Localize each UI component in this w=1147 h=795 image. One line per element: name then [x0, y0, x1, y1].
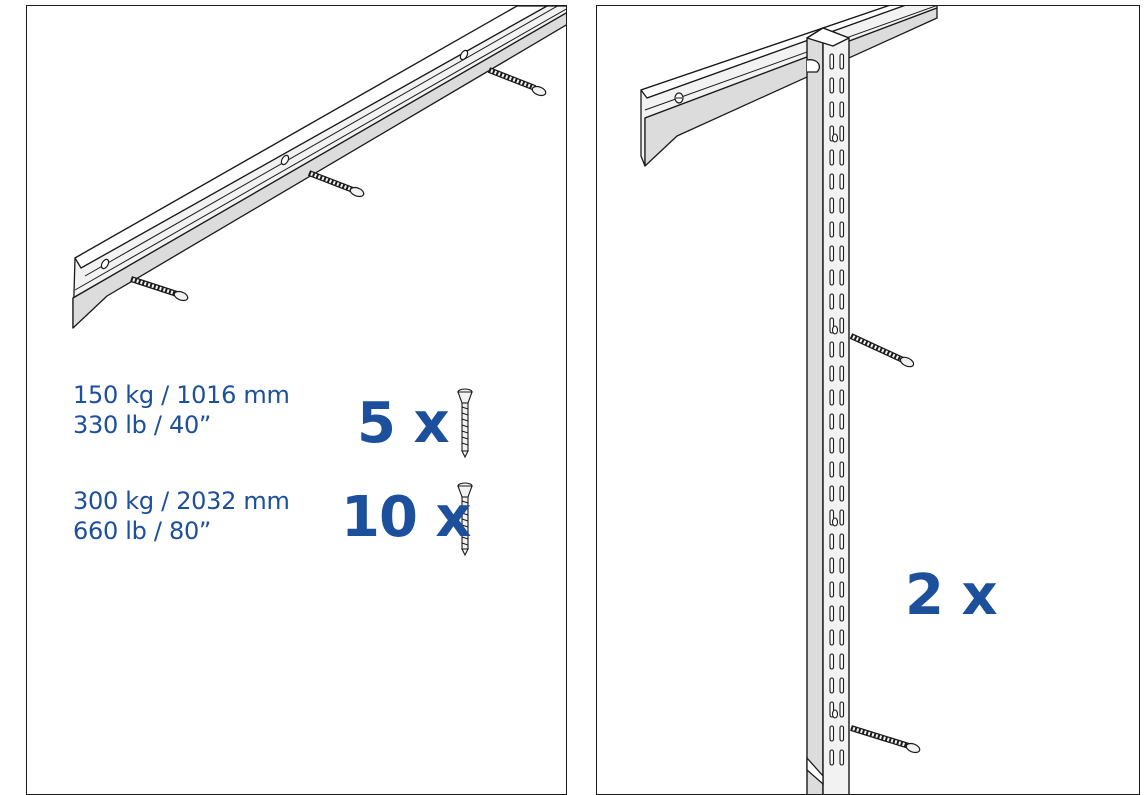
upright-slot — [839, 269, 845, 286]
spec-1-capacity-imperial: 330 lb / 40” — [73, 411, 212, 439]
upright-slot — [829, 173, 835, 190]
rail-hole-3 — [459, 49, 469, 61]
upright-slot — [829, 485, 835, 502]
rail-top-lip — [74, 6, 548, 269]
upright-slot — [839, 437, 845, 454]
upright-slot — [839, 725, 845, 742]
upright-slot — [829, 629, 835, 646]
upright-slot — [829, 149, 835, 166]
upright-slot — [839, 485, 845, 502]
upright-slots — [829, 53, 845, 766]
rail-lower-flange — [72, 12, 566, 329]
upright-slot — [829, 725, 835, 742]
upright-slot — [839, 701, 845, 718]
screw-rail-3 — [487, 67, 547, 97]
upright-slot — [829, 437, 835, 454]
spec-2-screw-quantity: 10 x — [341, 485, 472, 550]
upright-slot — [829, 581, 835, 598]
upright-slot — [839, 413, 845, 430]
upright-slot — [839, 653, 845, 670]
upright-mount-hole — [831, 133, 839, 143]
upright-slot — [829, 221, 835, 238]
upright-slot — [829, 77, 835, 94]
screw-upright-1 — [849, 333, 915, 368]
spec-block-1: 150 kg / 1016 mm 330 lb / 40” — [73, 380, 290, 440]
upright-slot — [839, 605, 845, 622]
upright-slot — [829, 557, 835, 574]
upright-slot — [839, 149, 845, 166]
upright-slot — [839, 677, 845, 694]
upright-slot — [839, 509, 845, 526]
upright-slot — [839, 557, 845, 574]
spec-2-capacity-metric: 300 kg / 2032 mm — [73, 487, 290, 515]
upright-slot — [839, 533, 845, 550]
upright-top — [806, 27, 850, 47]
upright-top-hook — [806, 59, 821, 73]
upright-slot — [839, 101, 845, 118]
upright-front — [822, 27, 850, 794]
upright-slot — [839, 221, 845, 238]
upright-slot — [829, 749, 835, 766]
upright-slot — [829, 677, 835, 694]
upright-slot — [839, 341, 845, 358]
rail-hole-2 — [280, 154, 290, 166]
upright-slot — [839, 629, 845, 646]
upright-slot — [839, 173, 845, 190]
upright-slot — [829, 413, 835, 430]
screw-upright-2 — [850, 725, 921, 754]
upright-slot — [829, 533, 835, 550]
upright-slot — [839, 581, 845, 598]
screw-icon — [457, 388, 473, 459]
upright-mount-hole — [831, 709, 839, 719]
upright-slot — [839, 197, 845, 214]
spec-2-capacity-imperial: 660 lb / 80” — [73, 517, 212, 545]
panel-upright-illustration: 2 x — [596, 5, 1140, 795]
upright-slot — [839, 53, 845, 70]
screw-rail-1 — [130, 276, 189, 302]
upright-slot — [839, 245, 845, 262]
upright-slot — [839, 365, 845, 382]
upright-slot — [829, 461, 835, 478]
upright-side — [806, 27, 824, 794]
rail-top-lip — [640, 6, 906, 99]
upright-slot — [839, 77, 845, 94]
upright-slot — [829, 197, 835, 214]
upright-slot — [829, 653, 835, 670]
upright-slot — [829, 293, 835, 310]
upright-slot — [829, 389, 835, 406]
upright-slot — [839, 389, 845, 406]
upright-slot — [829, 365, 835, 382]
spec-block-2: 300 kg / 2032 mm 660 lb / 80” — [73, 486, 290, 546]
upright-diagram — [640, 6, 938, 794]
upright-slot — [839, 461, 845, 478]
screw-icon — [457, 482, 473, 557]
upright-mount-hole — [831, 325, 839, 335]
upright-slot — [839, 293, 845, 310]
panel-rail-illustration: 150 kg / 1016 mm 330 lb / 40” 5 x 300 kg… — [26, 5, 567, 795]
upright-slot — [839, 749, 845, 766]
upright-slot — [829, 245, 835, 262]
rail-diagram — [72, 6, 566, 557]
spec-1-capacity-metric: 150 kg / 1016 mm — [73, 381, 290, 409]
upright-slot — [839, 125, 845, 142]
upright-slot — [829, 53, 835, 70]
upright-mount-hole — [831, 517, 839, 527]
upright-slot — [839, 317, 845, 334]
upright-slot — [829, 605, 835, 622]
upright-slot — [829, 341, 835, 358]
rail-hole-1 — [100, 258, 110, 270]
screw-rail-2 — [307, 170, 365, 198]
upright-slot — [829, 269, 835, 286]
upright-slot — [829, 101, 835, 118]
spec-1-screw-quantity: 5 x — [357, 391, 450, 456]
upright-quantity: 2 x — [905, 563, 998, 628]
